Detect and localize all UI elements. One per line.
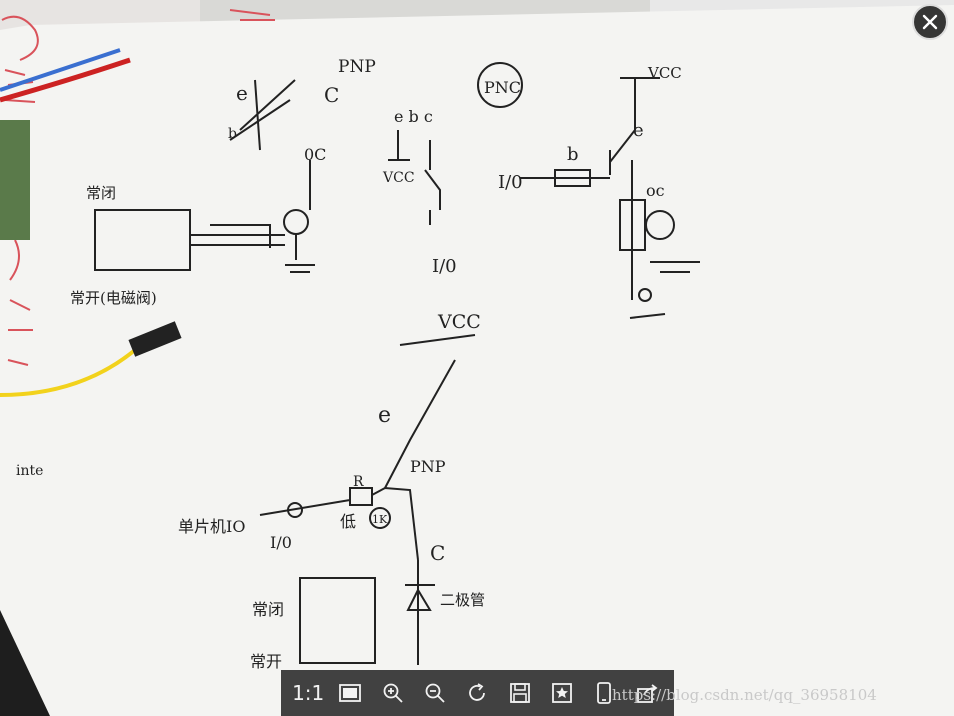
label-no-top: 常开(电磁阀): [70, 289, 157, 307]
label-b-top: b: [228, 126, 237, 142]
save-button[interactable]: [503, 676, 537, 710]
label-e-bottom: e: [378, 403, 391, 428]
label-mcu-io: 单片机IO: [178, 517, 245, 536]
label-inte: inte: [16, 463, 43, 479]
watermark: https://blog.csdn.net/qq_36958104: [612, 686, 877, 704]
label-vcc-bottom: VCC: [437, 311, 481, 333]
circuit-bottom: [259, 334, 476, 665]
label-nc-bottom: 常闭: [252, 600, 284, 619]
save-icon: [509, 683, 530, 703]
rotate-button[interactable]: [460, 676, 494, 710]
label-vcc-mid: VCC: [382, 170, 415, 186]
share-button[interactable]: [630, 676, 664, 710]
label-no-bottom: 常开: [250, 652, 282, 671]
label-pnc: PNC: [484, 78, 521, 97]
label-io-right: I/0: [498, 172, 523, 193]
connector: [128, 321, 182, 357]
label-io-bottom: I/0: [270, 533, 292, 552]
label-vcc-right: VCC: [647, 64, 682, 82]
label-nc-top: 常闭: [86, 184, 116, 202]
label-1k: 1K: [372, 513, 388, 526]
sheet-paper: [0, 5, 954, 716]
actual-size-button[interactable]: 1:1: [291, 676, 325, 710]
close-icon: [922, 14, 938, 30]
label-e-top: e: [236, 81, 248, 105]
actual-size-label: 1:1: [292, 681, 325, 705]
zoom-in-button[interactable]: [376, 676, 410, 710]
label-ebc: e b c: [394, 107, 433, 126]
rotate-icon: [469, 683, 486, 701]
zoom-in-icon: [383, 683, 403, 703]
circuit-top-mid: [388, 62, 523, 225]
sketch-labels: PNP e C b 0C 常闭 常开(电磁阀) PNC e b c VCC I/…: [16, 57, 682, 671]
zoom-out-icon: [425, 683, 445, 703]
favorite-button[interactable]: [545, 676, 579, 710]
label-r: R: [353, 474, 364, 490]
viewer-toolbar: 1:1: [281, 670, 674, 716]
zoom-out-button[interactable]: [418, 676, 452, 710]
board: [0, 120, 30, 240]
label-c-bottom: C: [430, 541, 445, 565]
yellow-cable: [0, 348, 137, 397]
label-b-right: b: [567, 144, 579, 165]
fit-screen-button[interactable]: [333, 676, 367, 710]
share-icon: [636, 684, 658, 703]
circuit-top-left: [94, 79, 315, 273]
label-oc-right: oc: [646, 181, 665, 200]
label-0c: 0C: [304, 145, 326, 164]
label-pnp-top: PNP: [338, 57, 376, 77]
left-notes-marks: [1, 9, 275, 366]
circuit-top-right: [520, 77, 700, 319]
fit-screen-icon: [339, 684, 362, 702]
star-bookmark-icon: [552, 683, 573, 703]
phone-icon: [597, 682, 612, 704]
blue-cable: [0, 48, 121, 92]
phone-button[interactable]: [587, 676, 621, 710]
red-cable: [0, 57, 131, 103]
label-pnp-bottom: PNP: [410, 457, 446, 476]
label-io-mid: I/0: [432, 256, 457, 277]
label-diode: 二极管: [440, 591, 485, 609]
label-e-right: e: [633, 120, 644, 141]
close-button[interactable]: [912, 4, 948, 40]
label-c-top: C: [324, 83, 339, 107]
label-low: 低: [340, 512, 356, 531]
